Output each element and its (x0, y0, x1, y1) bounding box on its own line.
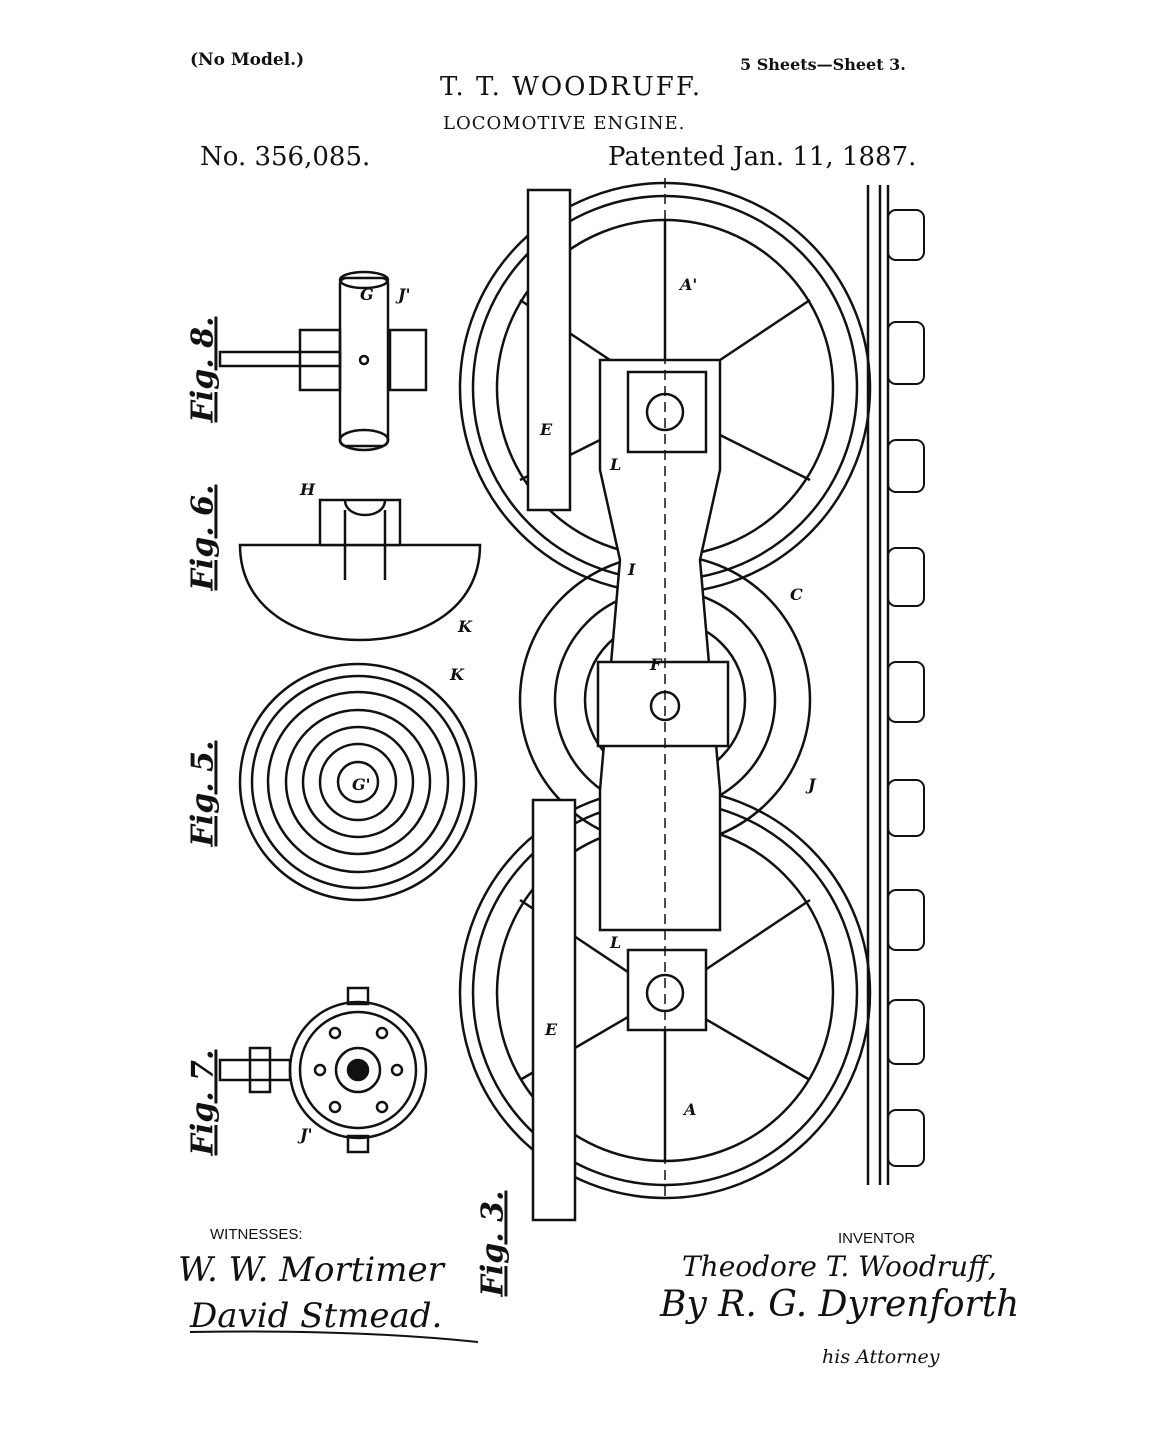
fig6-section (238, 498, 482, 642)
label-l-upper: L (609, 455, 621, 474)
patent-date: Patented Jan. 11, 1887. (608, 142, 917, 172)
label-c: C (790, 585, 803, 604)
label-e-upper: E (539, 420, 553, 439)
inventor-name-title: T. T. WOODRUFF. (440, 72, 703, 102)
label-l-lower: L (609, 933, 621, 952)
connecting-frame (596, 358, 730, 1032)
label-a: A (682, 1100, 696, 1119)
no-model-note: (No Model.) (190, 50, 305, 70)
patent-number: No. 356,085. (200, 142, 371, 172)
figure-5-label: Fig. 5. (185, 740, 221, 847)
label-k-fig5: K (449, 665, 465, 684)
label-g-prime: G' (352, 775, 371, 794)
label-j-prime-fig8: J' (395, 285, 410, 304)
witnesses-label: WITNESSES: (210, 1226, 303, 1243)
figure-7-label: Fig. 7. (185, 1049, 221, 1156)
label-j-prime-fig7: J' (297, 1125, 312, 1144)
figure-8-label: Fig. 8. (185, 316, 221, 423)
fig7-hub (218, 986, 428, 1154)
label-a-prime: A' (678, 275, 697, 294)
rail-ties (887, 209, 925, 1167)
frame-e-upper (526, 188, 572, 512)
figure-3-label: Fig. 3. (475, 1190, 511, 1297)
frame-e-lower (531, 798, 577, 1222)
label-h: H (299, 480, 316, 499)
figure-6-label: Fig. 6. (185, 484, 221, 591)
label-f: F (649, 655, 663, 674)
label-i: I (627, 560, 636, 579)
invention-title: LOCOMOTIVE ENGINE. (443, 113, 686, 134)
fig8-shaft (218, 270, 428, 452)
attorney-title: his Attorney (822, 1346, 940, 1368)
rail (866, 185, 890, 1185)
witness-signature-1: W. W. Mortimer (178, 1250, 444, 1290)
witness-signature-2: David Stmead. (190, 1296, 443, 1336)
inventor-signature: Theodore T. Woodruff, (682, 1250, 997, 1283)
inventor-label: INVENTOR (838, 1230, 916, 1247)
label-j: J (805, 775, 817, 794)
label-e-lower: E (544, 1020, 558, 1039)
attorney-signature: By R. G. Dyrenforth (660, 1284, 1020, 1325)
label-g: G (360, 285, 374, 304)
fig5-disc (238, 662, 478, 902)
sheet-number: 5 Sheets—Sheet 3. (740, 55, 906, 74)
label-k-fig6: K (457, 617, 473, 636)
